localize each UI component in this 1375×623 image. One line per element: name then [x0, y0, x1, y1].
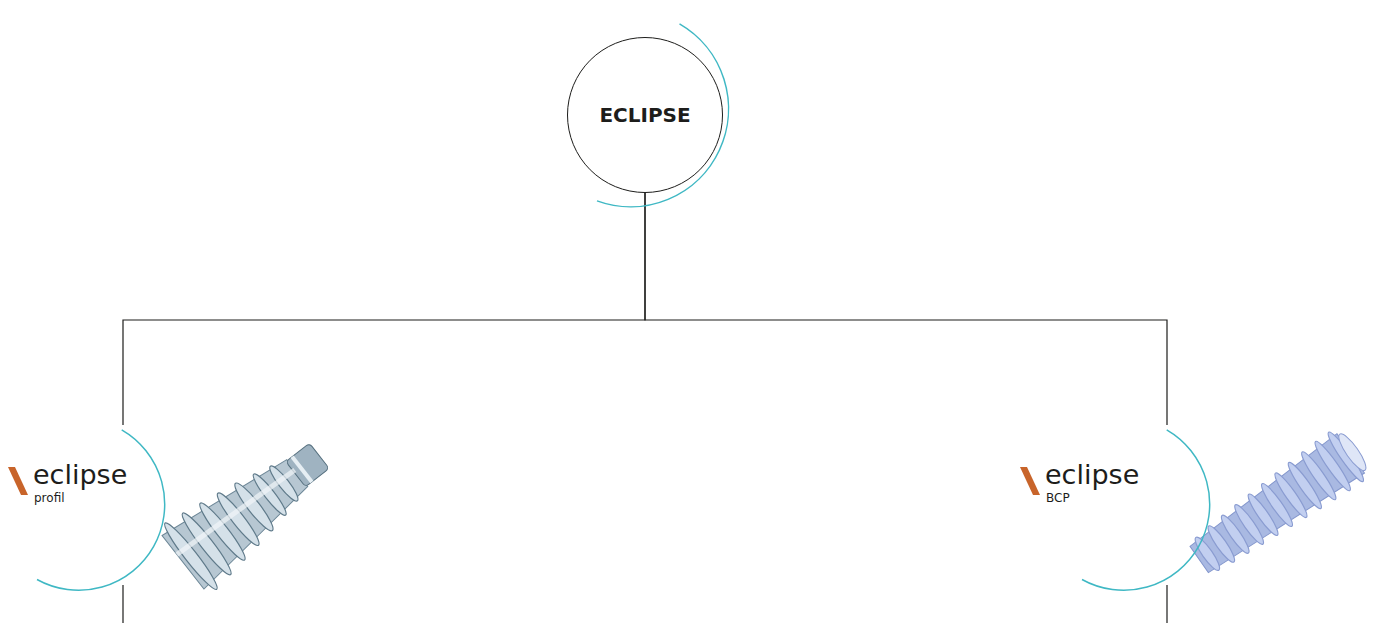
product-logo: eclipseBCP: [1010, 425, 1180, 585]
root-circle: ECLIPSE: [567, 37, 723, 193]
node-title: ECLIPSE: [599, 103, 690, 127]
tree-connector: [123, 193, 645, 425]
screw-illustration: [1182, 424, 1375, 584]
logo-slash: [0, 425, 170, 585]
accent-arc: [0, 425, 170, 585]
accent-arc: [37, 430, 165, 590]
accent-arc: [597, 24, 729, 207]
logo-slash: [1010, 425, 1180, 585]
continuation-line: [122, 585, 123, 623]
continuation-line: [1166, 585, 1167, 623]
logo-slash: [8, 467, 28, 495]
accent-arc: [1010, 425, 1180, 585]
product-line: profil: [34, 491, 65, 505]
brand-name: eclipse: [33, 459, 127, 491]
product-line: BCP: [1046, 491, 1070, 505]
product-logo: eclipseprofil: [0, 425, 170, 585]
screw-illustration: [157, 423, 345, 596]
logo-slash: [1020, 467, 1040, 495]
tree-connector: [645, 193, 1167, 425]
brand-name: eclipse: [1045, 459, 1139, 491]
accent-arc: [1082, 430, 1210, 590]
